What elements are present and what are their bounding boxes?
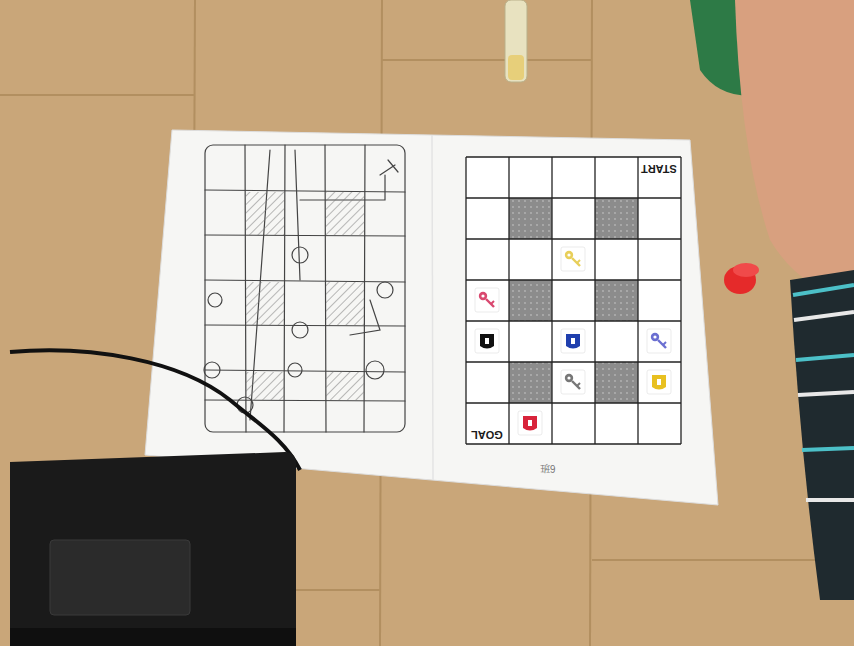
laptop	[10, 452, 296, 646]
red-cap-top	[733, 263, 759, 277]
board-grid	[466, 157, 681, 444]
paper-sheet	[145, 130, 718, 505]
group-label: 6班	[540, 463, 556, 473]
striped-sock	[790, 270, 854, 600]
touchpad	[50, 540, 190, 615]
board-label: GOAL	[471, 429, 503, 440]
sock-stripes	[793, 285, 854, 450]
board-stickers	[475, 247, 671, 435]
sock-stripes-white	[794, 312, 854, 500]
board-label: START	[641, 163, 677, 174]
glue-liquid	[508, 55, 524, 80]
keyboard-edge	[10, 628, 296, 646]
child-leg	[735, 0, 854, 300]
hand-hatching	[246, 192, 364, 400]
glue-bottle	[505, 0, 527, 82]
hand-drawn-map	[204, 145, 405, 432]
cable	[10, 350, 300, 470]
paper-fold	[432, 135, 433, 480]
